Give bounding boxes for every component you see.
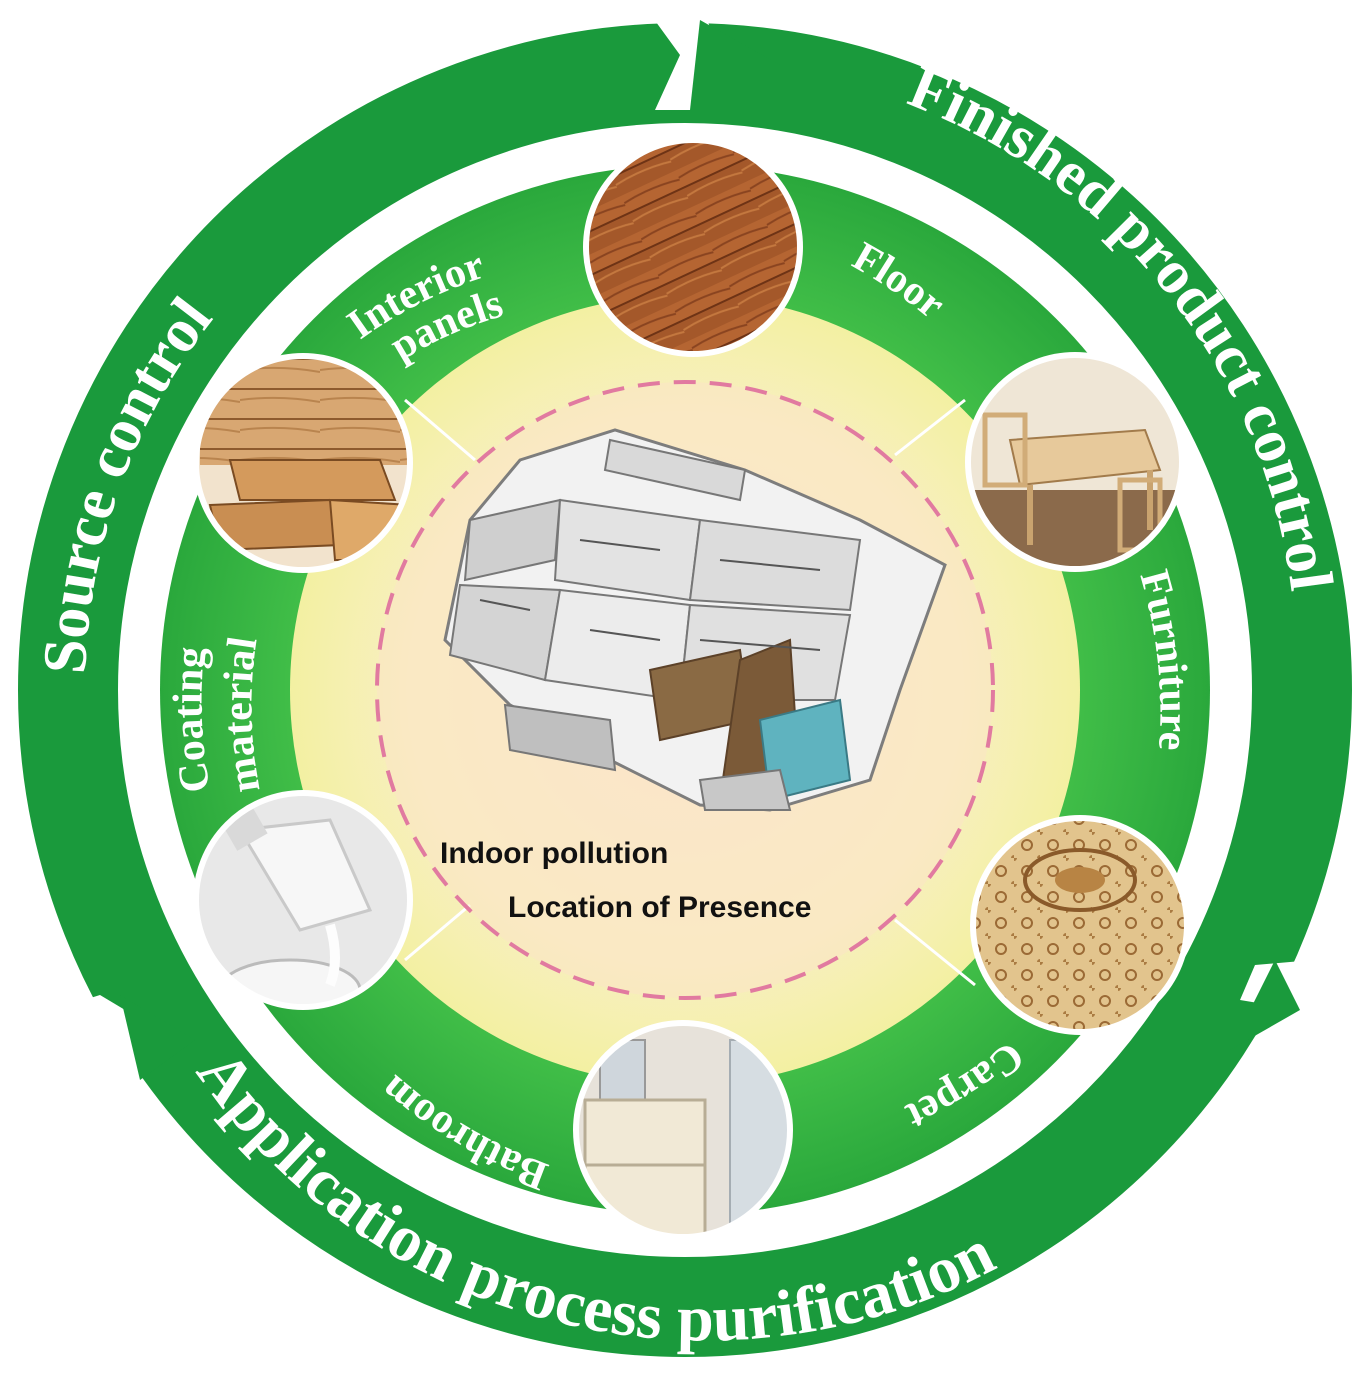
connector-lines [404,398,976,987]
carpet-photo [970,815,1190,1035]
floor-photo [583,137,803,357]
coating-material-label-line1: Coating [166,645,220,796]
house-floor-plan-icon [443,428,947,812]
coating-material-label-line2: material [215,634,269,796]
indoor-pollution-label: Indoor pollution [440,837,668,870]
outer-arrow-ring [18,0,1370,1357]
location-of-presence-label: Location of Presence [508,891,811,924]
interior-panels-photo [193,353,413,573]
